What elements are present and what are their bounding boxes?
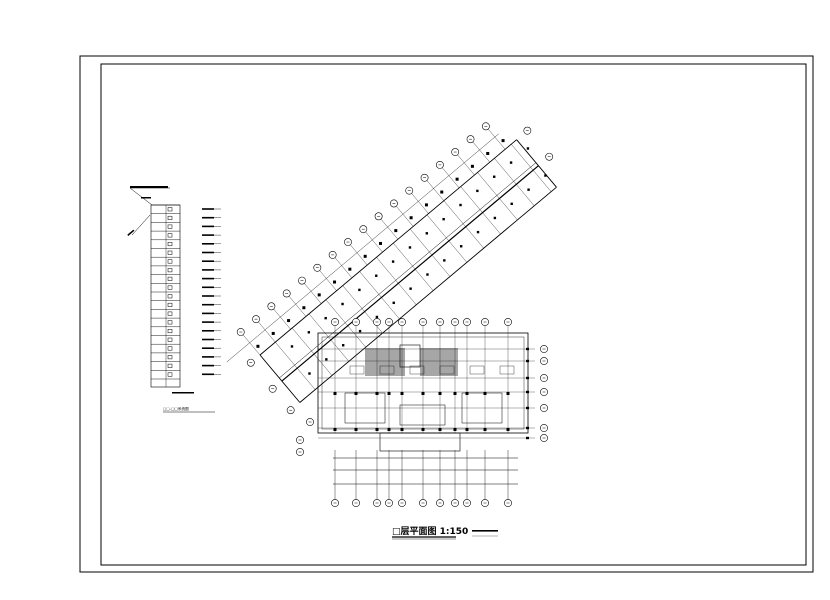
axis-bubble xyxy=(436,318,444,326)
riser-diagram-title: □□-□□系统图 xyxy=(163,406,189,411)
axis-bubble xyxy=(540,434,548,442)
axis-bubble xyxy=(352,499,360,507)
axis-bubble xyxy=(481,122,490,131)
axis-bubble xyxy=(267,302,276,311)
axis-bubble xyxy=(540,357,548,365)
axis-bubble xyxy=(373,499,381,507)
axis-bubble xyxy=(435,160,444,169)
main-block-plan xyxy=(296,318,548,507)
rotated-wing-plan xyxy=(226,122,557,415)
axis-bubble xyxy=(451,499,459,507)
axis-bubble xyxy=(331,499,339,507)
drawing-title-block: □层平面图 1:150 xyxy=(392,526,498,540)
axis-bubble xyxy=(344,238,352,246)
axis-bubble xyxy=(540,404,548,412)
axis-bubble xyxy=(481,318,489,326)
axis-bubble xyxy=(540,424,548,432)
axis-bubble xyxy=(540,388,548,396)
axis-bubble xyxy=(451,318,459,326)
axis-bubble xyxy=(313,263,322,272)
axis-bubble xyxy=(296,436,304,444)
axis-bubble xyxy=(420,173,429,182)
axis-bubble xyxy=(286,406,295,415)
axis-bubble xyxy=(451,148,460,156)
axis-bubble xyxy=(385,318,393,326)
outer-frame xyxy=(79,55,814,573)
axis-bubble xyxy=(246,358,255,367)
axis-bubble xyxy=(481,499,489,507)
axis-bubble xyxy=(398,499,406,507)
axis-bubble xyxy=(405,186,414,195)
axis-bubble xyxy=(419,318,427,326)
axis-bubble xyxy=(545,152,554,161)
axis-bubble xyxy=(282,289,291,298)
axis-bubble xyxy=(296,448,304,456)
axis-bubble xyxy=(463,318,471,326)
axis-bubble xyxy=(504,499,512,507)
axis-bubble xyxy=(331,318,339,326)
axis-bubble xyxy=(374,212,383,221)
riser-diagram: □□-□□系统图 xyxy=(127,186,221,413)
axis-bubble xyxy=(398,318,406,326)
axis-bubble xyxy=(523,126,532,135)
axis-bubble xyxy=(504,318,512,326)
axis-bubble xyxy=(385,499,393,507)
inner-frame xyxy=(100,63,807,566)
axis-bubble xyxy=(306,418,314,426)
axis-bubble xyxy=(328,250,337,259)
axis-bubble xyxy=(540,345,548,353)
axis-bubble xyxy=(268,384,277,393)
axis-bubble xyxy=(236,328,245,336)
axis-bubble xyxy=(390,199,398,208)
axis-bubble xyxy=(373,318,381,326)
axis-bubble xyxy=(359,225,368,234)
axis-bubble xyxy=(463,499,471,507)
axis-bubble xyxy=(298,276,306,285)
axis-bubble xyxy=(466,135,475,144)
axis-bubble xyxy=(252,315,260,324)
drawing-title: □层平面图 1:150 xyxy=(392,526,468,537)
axis-bubble xyxy=(540,374,548,382)
axis-bubble xyxy=(352,318,360,326)
axis-bubble xyxy=(419,499,427,507)
axis-bubble xyxy=(436,499,444,507)
